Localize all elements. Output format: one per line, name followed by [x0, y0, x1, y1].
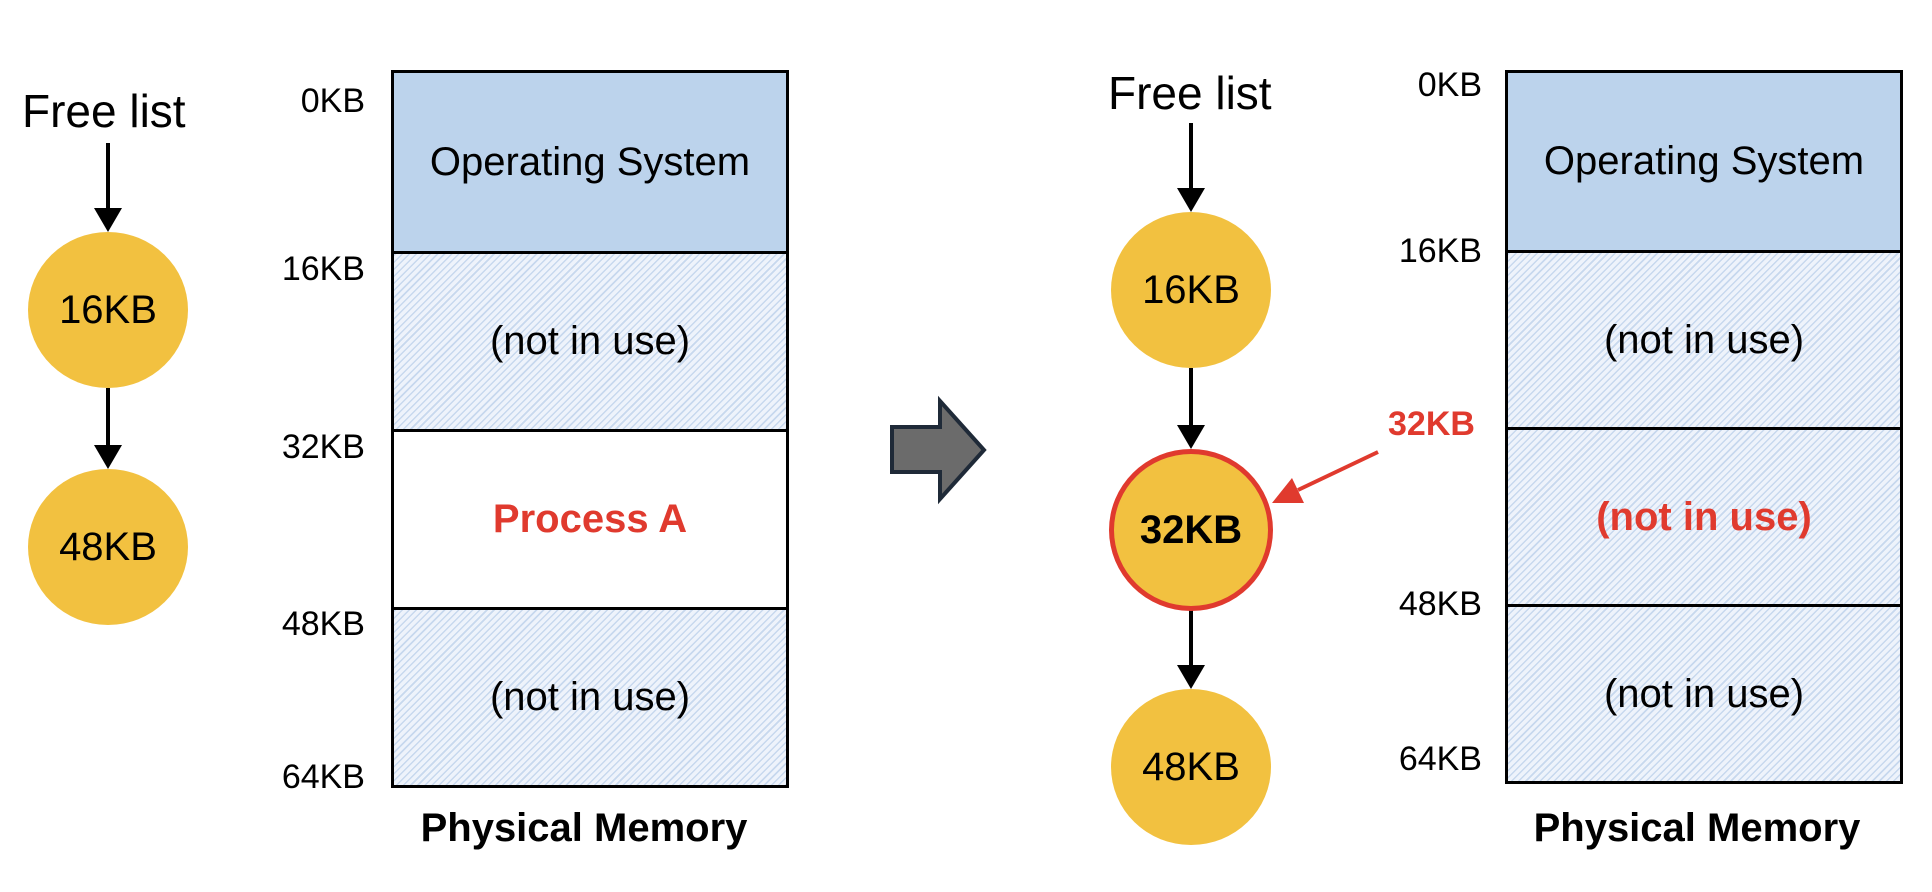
right-free-list-arrows [1177, 123, 1205, 689]
address-label: 48KB [281, 605, 365, 643]
segment-operating-system: Operating System [1508, 73, 1900, 250]
red-pointer-arrow [1272, 450, 1379, 503]
segment-free: (not in use) [394, 251, 786, 429]
segment-label: Operating System [429, 139, 751, 184]
segment-label: Operating System [1543, 139, 1865, 183]
free-node-16kb: 16KB [28, 232, 188, 388]
segment-label: (not in use) [1603, 317, 1805, 362]
arrow-head-icon [1177, 188, 1205, 212]
free-list-label: Free list [22, 85, 186, 137]
free-node-48kb: 48KB [28, 469, 188, 625]
segment-label: Process A [492, 497, 688, 541]
physical-memory-block: Operating System (not in use) Process A … [391, 70, 789, 788]
node-label: 48KB [59, 524, 157, 569]
segment-free-newly-freed: (not in use) [1508, 427, 1900, 604]
segment-label: (not in use) [489, 675, 691, 719]
segment-label: (not in use) [489, 319, 691, 363]
free-node-16kb: 16KB [1111, 212, 1271, 368]
node-label: 16KB [59, 287, 157, 332]
segment-process-a: Process A [394, 429, 786, 607]
free-node-48kb: 48KB [1111, 689, 1271, 845]
segment-label: (not in use) [1596, 494, 1812, 539]
memory-caption: Physical Memory [420, 806, 748, 850]
node-label: 32KB [1139, 507, 1243, 552]
address-label: 16KB [281, 250, 365, 288]
arrow-head-icon [1177, 425, 1205, 449]
memory-caption: Physical Memory [1533, 806, 1861, 850]
address-label: 48KB [1398, 585, 1482, 623]
segment-free: (not in use) [394, 607, 786, 785]
address-label: 64KB [1398, 740, 1482, 778]
address-label: 32KB [281, 428, 365, 466]
node-label: 16KB [1142, 267, 1240, 312]
address-label: 16KB [1398, 232, 1482, 270]
arrow-head-icon [94, 208, 122, 232]
arrow-head-icon [1272, 478, 1304, 503]
node-label: 48KB [1142, 744, 1240, 789]
arrow-head-icon [94, 445, 122, 469]
transition-arrow-icon [890, 395, 987, 505]
segment-operating-system: Operating System [394, 73, 786, 251]
address-label: 0KB [300, 82, 365, 120]
pointer-label: 32KB [1388, 405, 1475, 443]
free-node-32kb-highlighted: 32KB [1109, 449, 1273, 611]
left-free-list-arrows [94, 143, 122, 469]
segment-free: (not in use) [1508, 250, 1900, 427]
free-list-label: Free list [1108, 67, 1272, 119]
arrow-head-icon [1177, 665, 1205, 689]
segment-free: (not in use) [1508, 604, 1900, 781]
segment-label: (not in use) [1603, 671, 1805, 716]
address-label: 64KB [281, 758, 365, 796]
address-label: 0KB [1417, 66, 1482, 104]
physical-memory-block: Operating System (not in use) (not in us… [1505, 70, 1903, 784]
